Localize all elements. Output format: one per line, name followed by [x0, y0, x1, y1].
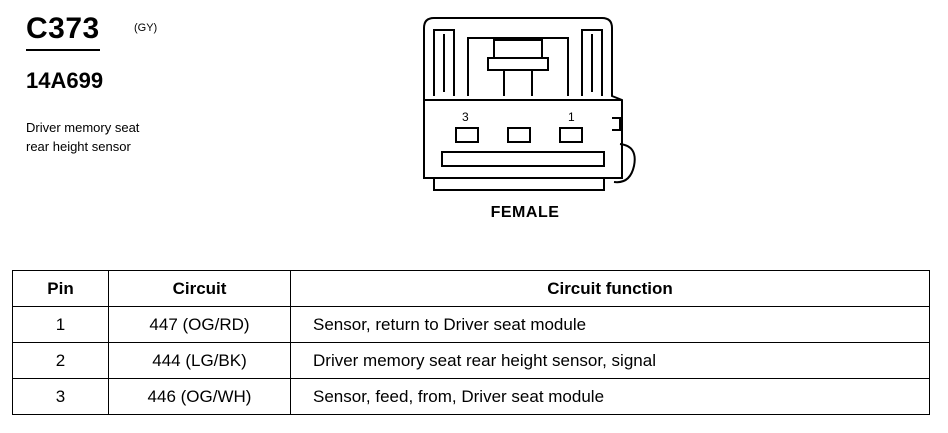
connector-id: C373: [26, 12, 100, 51]
gender-label: FEMALE: [490, 204, 560, 221]
cell-circuit: 447 (OG/RD): [108, 306, 291, 343]
cavity-3: [455, 127, 479, 143]
center-lock: [467, 37, 569, 96]
header-pin: Pin: [12, 270, 109, 307]
table-row: 2 444 (LG/BK) Driver memory seat rear he…: [12, 342, 930, 379]
connector-housing: [423, 17, 623, 179]
header-circuit: Circuit: [108, 270, 291, 307]
header-function: Circuit function: [290, 270, 930, 307]
cell-circuit: 446 (OG/WH): [108, 378, 291, 415]
cavity-2: [507, 127, 531, 143]
cell-function: Driver memory seat rear height sensor, s…: [290, 342, 930, 379]
pin-table: Pin Circuit Circuit function 1 447 (OG/R…: [12, 270, 930, 415]
table-header-row: Pin Circuit Circuit function: [12, 270, 930, 307]
description-line-1: Driver memory seat: [26, 120, 140, 135]
cavity-1: [559, 127, 583, 143]
left-latch: [433, 29, 455, 96]
pin-label-3: 3: [462, 110, 469, 124]
table-row: 3 446 (OG/WH) Sensor, feed, from, Driver…: [12, 378, 930, 415]
side-clip: [612, 117, 621, 131]
color-code: (GY): [134, 22, 158, 34]
cell-circuit: 444 (LG/BK): [108, 342, 291, 379]
bottom-slot: [441, 151, 605, 167]
cell-pin: 3: [12, 378, 109, 415]
table-row: 1 447 (OG/RD) Sensor, return to Driver s…: [12, 306, 930, 343]
description-line-2: rear height sensor: [26, 139, 131, 154]
connector-description: Driver memory seat rear height sensor: [26, 118, 226, 156]
cell-function: Sensor, feed, from, Driver seat module: [290, 378, 930, 415]
connector-diagram: 3 1: [423, 17, 636, 191]
cell-pin: 2: [12, 342, 109, 379]
right-latch: [581, 29, 603, 96]
pin-label-1: 1: [568, 110, 575, 124]
cell-pin: 1: [12, 306, 109, 343]
cell-function: Sensor, return to Driver seat module: [290, 306, 930, 343]
part-number: 14A699: [26, 68, 104, 93]
